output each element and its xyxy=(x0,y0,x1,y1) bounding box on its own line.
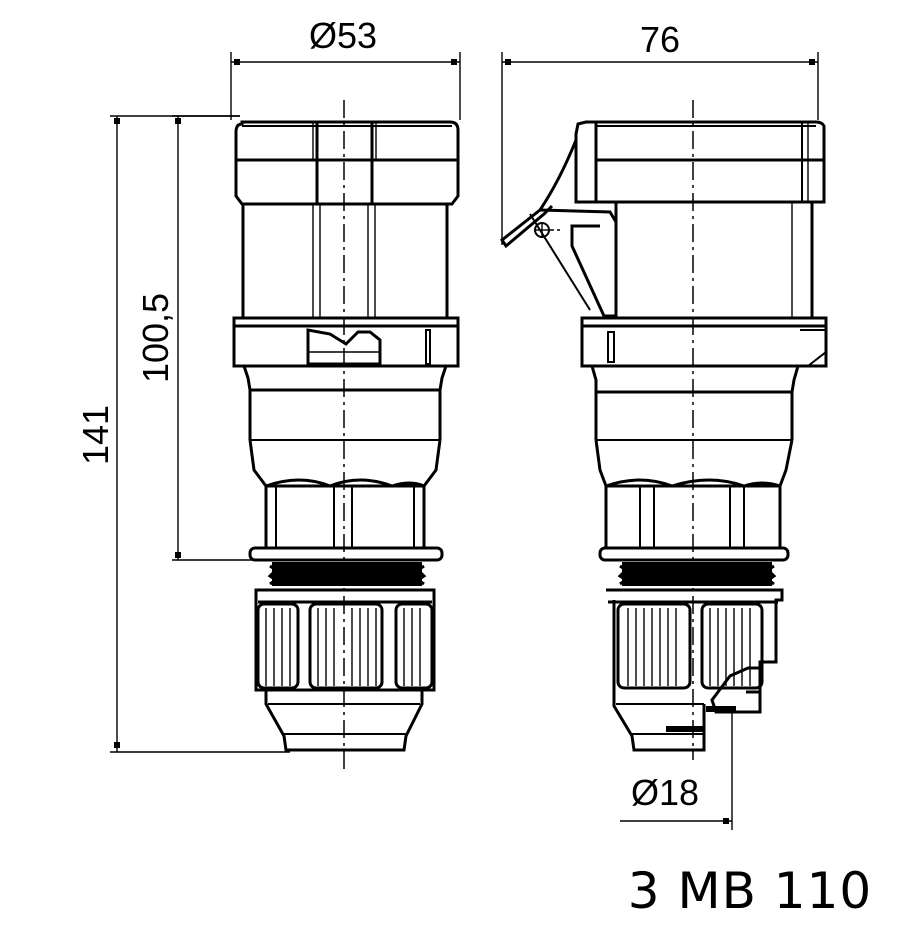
knurl-lines-front xyxy=(256,602,434,690)
front-diameter-label: Ø53 xyxy=(309,15,377,56)
side-view xyxy=(499,100,828,760)
dimension-cable-diameter: Ø18 xyxy=(620,712,733,830)
total-height-label: 141 xyxy=(75,405,116,465)
side-width-label: 76 xyxy=(640,19,680,60)
cable-diameter-label: Ø18 xyxy=(631,772,699,813)
front-view xyxy=(232,100,460,770)
dimension-front-diameter: Ø53 xyxy=(230,15,461,120)
body-height-label: 100,5 xyxy=(135,293,176,383)
knurl-lines-side xyxy=(616,602,764,690)
dimension-side-width: 76 xyxy=(501,19,819,245)
dimension-body-height: 100,5 xyxy=(135,115,255,561)
model-number: 3 MB 110 xyxy=(628,862,872,920)
